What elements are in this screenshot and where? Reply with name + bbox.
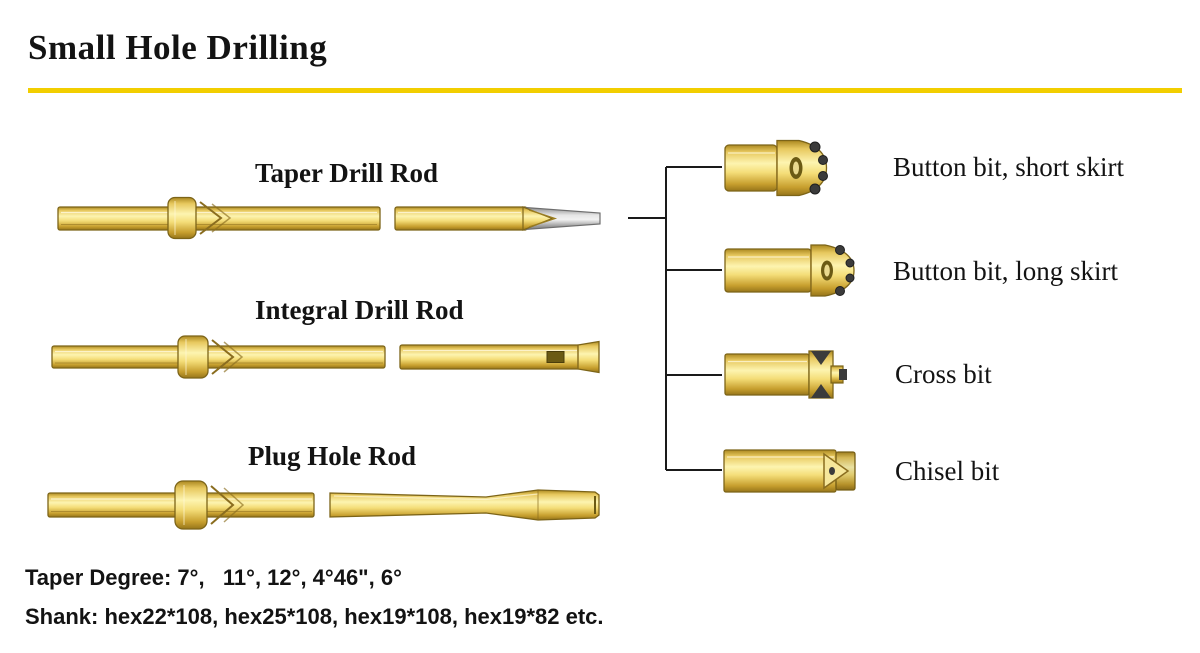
bit-label-button-short-skirt: Button bit, short skirt bbox=[893, 152, 1125, 182]
taper-drill-rod-illustration bbox=[57, 196, 601, 240]
cross-bit-illustration bbox=[724, 350, 847, 399]
button-bit-short-skirt-illustration bbox=[724, 139, 828, 197]
bit-label-cross-bit: Cross bit bbox=[895, 359, 992, 389]
bit-label-button-long-skirt: Button bit, long skirt bbox=[893, 256, 1119, 286]
bit-label-chisel-bit: Chisel bit bbox=[895, 456, 1000, 486]
button-bit-long-skirt-illustration bbox=[724, 244, 855, 297]
page-title: Small Hole Drilling bbox=[28, 28, 328, 67]
integral-drill-rod-illustration bbox=[51, 335, 600, 379]
rod-label-integral-drill-rod: Integral Drill Rod bbox=[255, 295, 464, 325]
rod-label-taper-drill-rod: Taper Drill Rod bbox=[255, 158, 439, 188]
chisel-bit-illustration bbox=[723, 449, 856, 493]
spec-taper-degree: Taper Degree: 7°, 11°, 12°, 4°46", 6° bbox=[25, 565, 402, 590]
spec-shank: Shank: hex22*108, hex25*108, hex19*108, … bbox=[25, 604, 604, 629]
title-underline bbox=[28, 88, 1182, 93]
connector-bracket bbox=[628, 166, 722, 471]
rod-label-plug-hole-rod: Plug Hole Rod bbox=[248, 441, 417, 471]
plug-hole-rod-illustration bbox=[47, 480, 600, 530]
